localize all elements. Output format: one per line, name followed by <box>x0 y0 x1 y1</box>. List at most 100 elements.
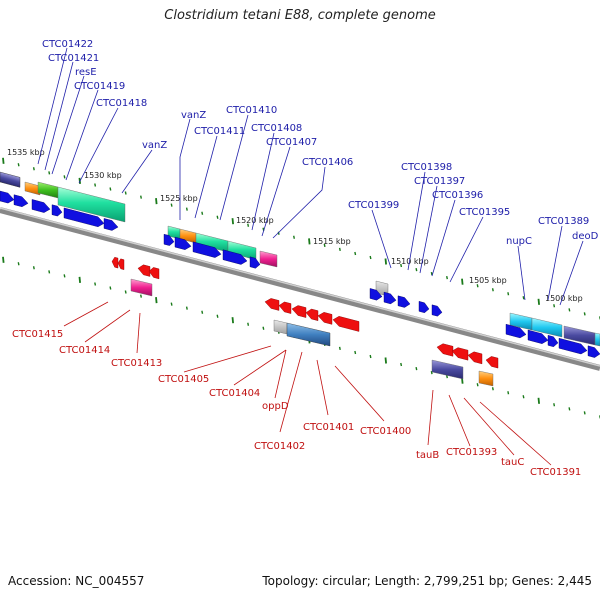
gene-label: CTC01402 <box>254 441 305 452</box>
scale-minor-tick <box>201 211 204 215</box>
scale-minor-tick <box>583 312 586 316</box>
scale-minor-tick <box>48 270 51 274</box>
scale-major-tick <box>308 238 311 245</box>
scale-major-tick <box>78 276 81 283</box>
reverse-cds-arrow <box>305 308 319 321</box>
scale-minor-tick <box>293 235 295 239</box>
gene-label: tauC <box>501 457 524 468</box>
scale-minor-tick <box>124 191 127 195</box>
scale-minor-tick <box>170 203 173 207</box>
scale-minor-tick <box>476 284 479 288</box>
gene-block <box>431 359 464 380</box>
genome-backbone <box>0 207 600 371</box>
reverse-cds-arrow <box>264 298 280 311</box>
gene-label: CTC01397 <box>414 176 465 187</box>
forward-cds-arrow <box>505 323 527 339</box>
scale-minor-tick <box>262 326 265 330</box>
forward-cds-arrow <box>13 194 29 208</box>
gene-label: CTC01405 <box>158 374 209 385</box>
scale-label: 1500 kbp <box>545 294 583 303</box>
genome-summary-text: Topology: circular; Length: 2,799,251 bp… <box>262 574 592 588</box>
forward-cds-arrow <box>51 204 63 217</box>
reverse-cds-arrow <box>451 347 469 361</box>
top-label-leaders <box>37 47 584 306</box>
forward-cds-arrow <box>431 304 443 317</box>
scale-major-tick <box>2 256 5 263</box>
gene-label: CTC01389 <box>538 216 589 227</box>
scale-major-tick <box>461 278 464 285</box>
scale-label: 1525 kbp <box>160 194 198 203</box>
gene-label: resE <box>75 67 97 78</box>
scale-minor-tick <box>553 403 556 407</box>
reverse-cds-arrow <box>148 267 160 280</box>
reverse-cds-arrow <box>137 264 151 277</box>
forward-cds-arrow <box>418 301 430 314</box>
gene-label: CTC01396 <box>432 190 483 201</box>
gene-label: CTC01399 <box>348 200 399 211</box>
scale-minor-tick <box>568 308 571 312</box>
scale-minor-tick <box>94 183 97 187</box>
forward-cds-arrow <box>249 256 261 269</box>
gene-label: CTC01422 <box>42 39 93 50</box>
forward-cds-arrow <box>0 190 15 204</box>
bottom-label-leaders <box>63 301 552 466</box>
forward-cds-arrow <box>103 218 119 231</box>
gene-label: nupC <box>506 236 532 247</box>
scale-minor-tick <box>32 167 35 171</box>
scale-label: 1530 kbp <box>84 171 122 180</box>
scale-minor-tick <box>338 346 341 351</box>
forward-cds-arrow <box>31 199 51 213</box>
scale-minor-tick <box>63 175 66 179</box>
forward-cds-arrow <box>587 345 600 358</box>
scale-minor-tick <box>216 314 219 318</box>
gene-block <box>24 181 41 196</box>
gene-label: CTC01398 <box>401 162 452 173</box>
scale-minor-tick <box>94 282 97 286</box>
scale-minor-tick <box>507 391 510 395</box>
gene-label: CTC01395 <box>459 207 510 218</box>
scale-minor-tick <box>400 263 403 268</box>
scale-minor-tick <box>63 274 66 278</box>
map-title: Clostridium tetani E88, complete genome <box>164 8 436 23</box>
gene-label: CTC01401 <box>303 422 354 433</box>
reverse-cds-arrow <box>485 356 499 369</box>
scale-major-tick <box>384 258 387 265</box>
gene-block <box>37 181 59 199</box>
gene-label: CTC01407 <box>266 137 317 148</box>
scale-minor-tick <box>354 350 357 355</box>
gene-block <box>259 250 278 268</box>
forward-cds-arrow <box>558 337 588 355</box>
scale-major-tick <box>537 397 540 404</box>
gene-label: CTC01404 <box>209 388 260 399</box>
forward-cds-arrow <box>192 241 222 258</box>
forward-cds-arrow <box>383 291 397 305</box>
scale-minor-tick <box>17 262 20 266</box>
scale-minor-tick <box>185 207 188 211</box>
forward-cds-arrow <box>163 233 175 246</box>
forward-cds-arrow <box>222 249 248 265</box>
reverse-colored-genes <box>130 278 494 387</box>
scale-minor-tick <box>522 296 525 300</box>
gene-label: CTC01393 <box>446 447 497 458</box>
scale-track-upper <box>2 157 600 320</box>
reverse-cds-arrow <box>332 316 360 332</box>
scale-minor-tick <box>247 322 250 326</box>
gene-label: CTC01411 <box>194 126 245 137</box>
reverse-cds-arrow <box>467 351 483 365</box>
scale-minor-tick <box>568 407 571 411</box>
scale-major-tick <box>231 218 234 225</box>
scale-minor-tick <box>17 163 20 167</box>
scale-minor-tick <box>583 411 586 415</box>
gene-label: tauB <box>416 450 439 461</box>
gene-label: CTC01414 <box>59 345 110 356</box>
gene-label: vanZ <box>142 140 167 151</box>
gene-block <box>57 186 126 223</box>
scale-minor-tick <box>446 275 448 280</box>
forward-cds-arrow <box>397 295 411 308</box>
scale-minor-tick <box>430 271 433 276</box>
gene-label: CTC01391 <box>530 467 581 478</box>
gene-label: vanZ <box>181 110 206 121</box>
scale-major-tick <box>537 298 540 305</box>
gene-label: CTC01410 <box>226 105 277 116</box>
